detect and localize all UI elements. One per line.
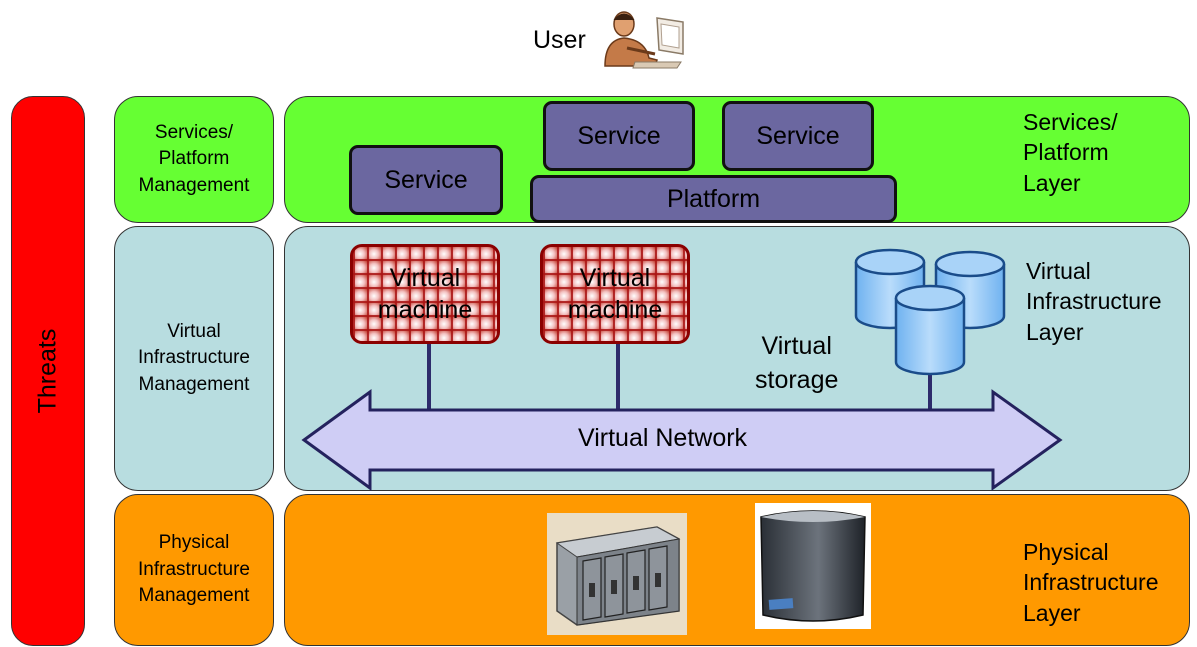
vm2-connector xyxy=(616,342,620,412)
virtual-storage-label: Virtual storage xyxy=(755,332,839,394)
physical-infrastructure-layer-label: Physical Infrastructure Layer xyxy=(1023,539,1159,626)
threats-label: Threats xyxy=(33,328,62,414)
virtual-network-arrow xyxy=(301,389,1063,491)
physical-infrastructure-management: Physical Infrastructure Management xyxy=(114,494,274,646)
user-label: User xyxy=(533,26,586,54)
physical-infrastructure-layer: Physical Infrastructure Layer xyxy=(284,494,1190,646)
services-platform-management: Services/ Platform Management xyxy=(114,96,274,223)
service-box-2: Service xyxy=(543,101,695,171)
virtual-machine-2: Virtual machine xyxy=(540,244,690,344)
vm1-connector xyxy=(427,342,431,412)
virtual-machine-1: Virtual machine xyxy=(350,244,500,344)
platform-box: Platform xyxy=(530,175,897,223)
services-platform-layer: Service Platform Service Service Service… xyxy=(284,96,1190,223)
service-box-3: Service xyxy=(722,101,874,171)
virtual-network-label: Virtual Network xyxy=(578,424,748,452)
blade-server-rack-icon xyxy=(547,513,687,635)
storage-box-icon xyxy=(755,503,871,629)
services-platform-layer-label: Services/ Platform Layer xyxy=(1023,109,1118,196)
virtual-storage-icon xyxy=(854,248,1006,376)
virtual-infrastructure-management: Virtual Infrastructure Management xyxy=(114,226,274,491)
storage-connector xyxy=(928,370,932,412)
service-box-1: Service xyxy=(349,145,503,215)
user-icon xyxy=(604,11,684,69)
threats-bar: Threats xyxy=(11,96,85,646)
virtual-infrastructure-layer-label: Virtual Infrastructure Layer xyxy=(1026,258,1162,345)
